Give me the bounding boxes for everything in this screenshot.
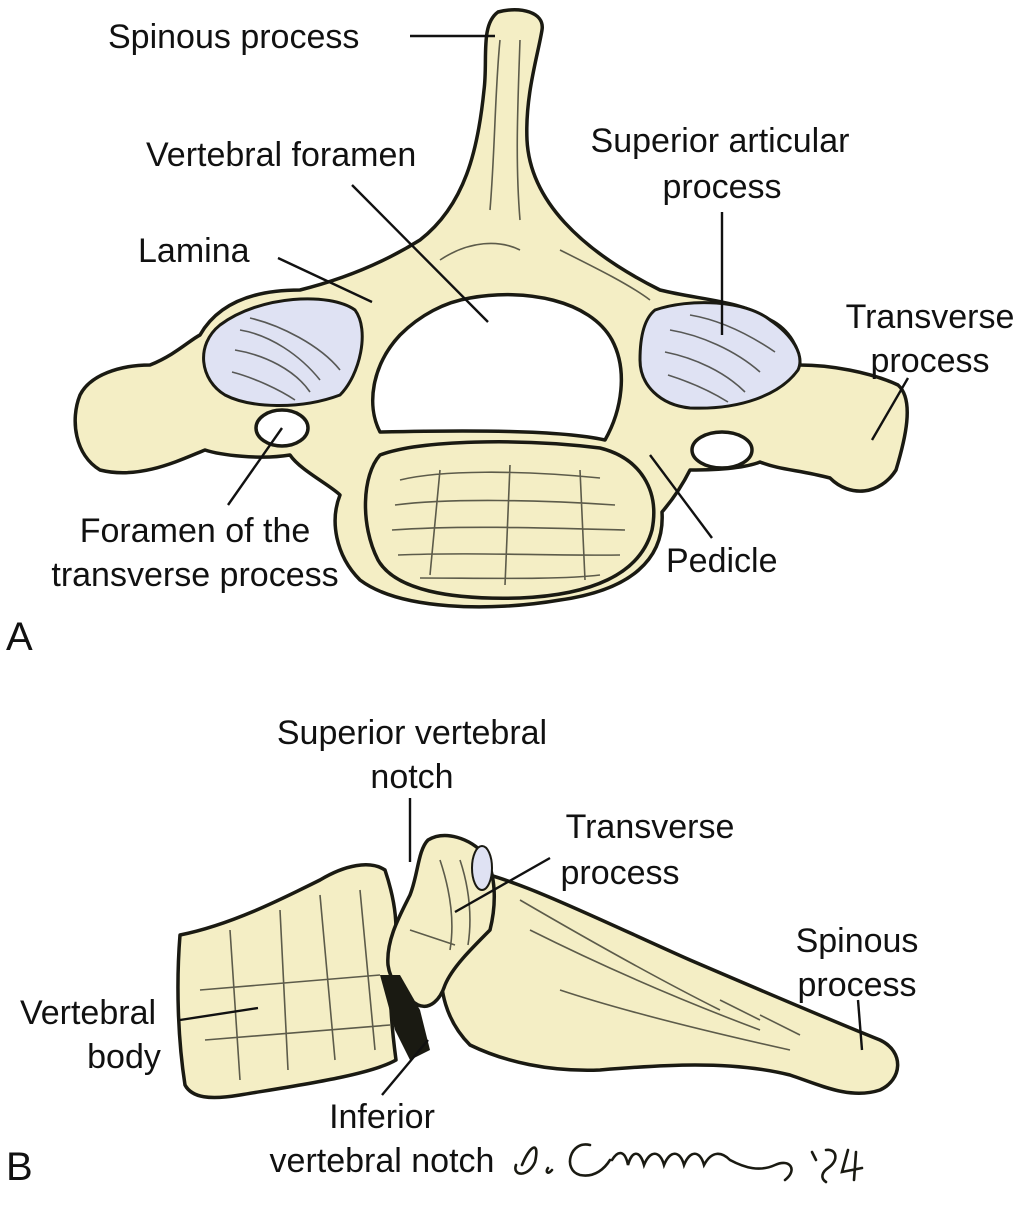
figure-a-left-facet-lines: [231, 317, 341, 401]
label-lamina: Lamina: [138, 232, 250, 270]
figure-b-notch-shadow: [380, 975, 430, 1060]
figure-a-body-surface-lines: [391, 464, 626, 586]
leader-vertebral-foramen: [351, 184, 489, 323]
leader-transverse-process-a: [870, 377, 910, 441]
artist-signature: [514, 1143, 864, 1184]
label-vertebral-body-line2: body: [87, 1038, 161, 1076]
label-inferior-vertebral-notch-line1: Inferior: [329, 1098, 435, 1136]
figure-a-labels: Spinous process Vertebral foramen Superi…: [6, 18, 1014, 659]
figure-a-vertebra: [73, 8, 909, 609]
figure-a-vertebral-body-shape: [363, 440, 656, 600]
label-vertebral-body-line1: Vertebral: [20, 994, 156, 1032]
figure-b-body-shading: [199, 889, 391, 1081]
figure-a-leader-lines: [227, 34, 910, 539]
label-spinous-process-b-line2: process: [797, 966, 916, 1004]
label-transverse-process-a-line1: Transverse: [846, 298, 1015, 336]
leader-spinous-process-b: [856, 999, 864, 1051]
label-pedicle: Pedicle: [666, 542, 778, 580]
figure-b-posterior-arch: [438, 868, 900, 1095]
leader-foramen-transverse: [227, 427, 283, 506]
figure-a-vertebral-foramen-shape: [371, 292, 624, 442]
leader-lamina: [277, 256, 373, 304]
label-foramen-transverse-line1: Foramen of the: [80, 512, 311, 550]
figure-b-facet-highlight: [471, 845, 493, 891]
figure-a-right-transverse-foramen: [690, 430, 754, 470]
figure-a-left-articular-facet: [202, 297, 364, 407]
leader-transverse-process-b: [454, 856, 551, 914]
label-superior-vertebral-notch-line2: notch: [370, 758, 453, 796]
leader-inferior-vertebral-notch: [381, 1039, 429, 1096]
figure-b-vertebra: [176, 833, 900, 1100]
figure-b-vertebral-body: [176, 863, 398, 1100]
label-transverse-process-b-line2: process: [560, 854, 679, 892]
figure-b-labels: Superior vertebral notch Transverse proc…: [6, 714, 918, 1189]
figure-b-arch-shading: [519, 899, 801, 1051]
label-spinous-process-b-line1: Spinous: [796, 922, 919, 960]
label-transverse-process-b-line1: Transverse: [566, 808, 735, 846]
label-vertebral-foramen: Vertebral foramen: [146, 136, 416, 174]
figure-a-right-facet-lines: [664, 314, 776, 403]
figure-b-leader-lines: [179, 798, 864, 1096]
panel-label-b: B: [6, 1145, 33, 1189]
label-superior-articular-process-line1: Superior articular: [591, 122, 850, 160]
label-foramen-transverse-line2: transverse process: [51, 556, 338, 594]
figure-a-right-articular-facet: [638, 301, 802, 410]
leader-pedicle: [649, 454, 713, 539]
label-superior-vertebral-notch-line1: Superior vertebral: [277, 714, 547, 752]
label-inferior-vertebral-notch-line2: vertebral notch: [270, 1142, 495, 1180]
label-transverse-process-a-line2: process: [870, 342, 989, 380]
label-superior-articular-process-line2: process: [662, 168, 781, 206]
figure-a-spine-shading: [439, 39, 651, 301]
panel-label-a: A: [6, 615, 33, 659]
label-spinous-process-a: Spinous process: [108, 18, 359, 56]
leader-vertebral-body: [179, 1006, 259, 1022]
